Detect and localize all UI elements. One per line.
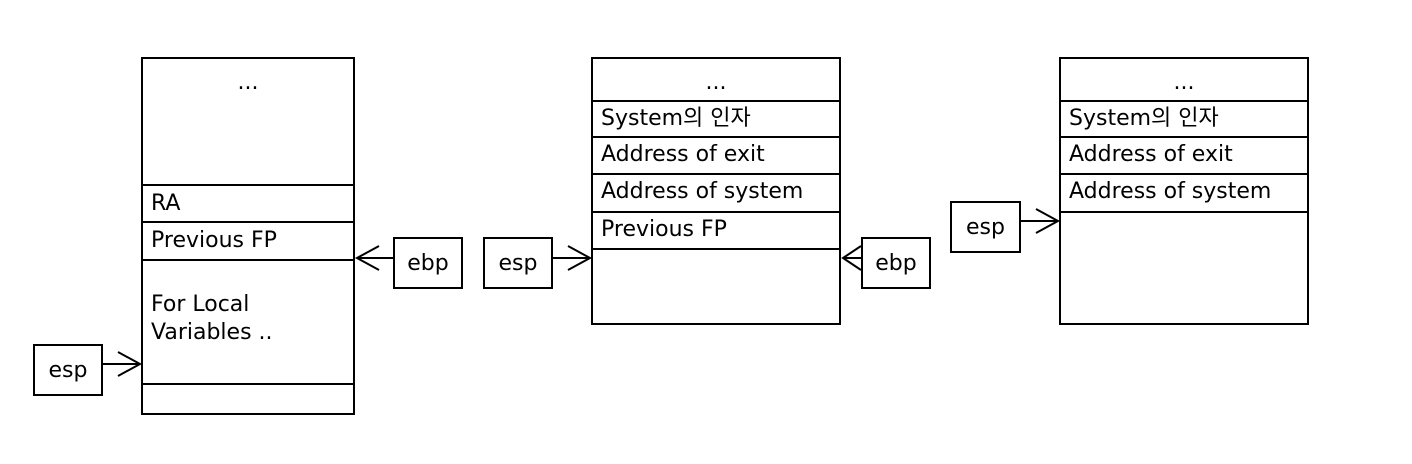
- stack1-top-ellipsis: ...: [237, 70, 259, 95]
- esp-register-2: esp: [483, 237, 553, 289]
- ebp-label-2: ebp: [875, 250, 917, 276]
- stack3-exit-cell: Address of exit: [1061, 138, 1307, 175]
- stack1-prev-fp-label: Previous FP: [151, 228, 277, 253]
- stack1-locals-label: For Local Variables ..: [151, 292, 273, 345]
- stack2-prev-fp-label: Previous FP: [601, 217, 727, 242]
- stack1-ra-label: RA: [151, 191, 181, 216]
- ebp-arrow-1: [354, 245, 393, 271]
- stack2-system-label: Address of system: [601, 179, 804, 204]
- stack1-ra-cell: RA: [143, 186, 353, 223]
- stack2-top-ellipsis: ...: [705, 70, 727, 95]
- stack2-arg-label: System의 인자: [601, 106, 751, 131]
- stack3-arg-cell: System의 인자: [1061, 102, 1307, 138]
- esp-arrow-3: [1021, 208, 1061, 234]
- ebp-label-1: ebp: [407, 250, 449, 276]
- stack1-prev-fp-cell: Previous FP: [143, 223, 353, 261]
- stack2-prev-fp-cell: Previous FP: [593, 213, 839, 250]
- esp-register-1: esp: [33, 344, 103, 396]
- esp-arrow-2: [553, 245, 593, 271]
- stack2-system-cell: Address of system: [593, 175, 839, 213]
- stack-frame-2: ... System의 인자 Address of exit Address o…: [591, 57, 841, 325]
- stack3-system-label: Address of system: [1069, 179, 1272, 204]
- stack-frame-3: ... System의 인자 Address of exit Address o…: [1059, 57, 1309, 325]
- stack2-exit-cell: Address of exit: [593, 138, 839, 175]
- esp-label-3: esp: [966, 214, 1005, 240]
- stack2-top-cell: ...: [593, 59, 839, 102]
- stack3-top-cell: ...: [1061, 59, 1307, 102]
- stack1-locals-cell: For Local Variables ..: [143, 261, 353, 385]
- esp-label-1: esp: [48, 357, 88, 383]
- esp-register-3: esp: [950, 201, 1021, 253]
- ebp-register-2: ebp: [861, 237, 931, 289]
- stack3-top-ellipsis: ...: [1173, 70, 1195, 95]
- stack1-top-cell: ...: [143, 59, 353, 186]
- stack2-arg-cell: System의 인자: [593, 102, 839, 138]
- esp-arrow-1: [103, 351, 143, 377]
- stack-frame-1: ... RA Previous FP For Local Variables .…: [141, 57, 355, 415]
- ebp-register-1: ebp: [393, 237, 463, 289]
- esp-label-2: esp: [498, 250, 538, 276]
- stack3-exit-label: Address of exit: [1069, 142, 1233, 167]
- stack3-system-cell: Address of system: [1061, 175, 1307, 213]
- ebp-arrow-2: [841, 245, 862, 271]
- stack3-arg-label: System의 인자: [1069, 106, 1219, 131]
- stack2-exit-label: Address of exit: [601, 142, 765, 167]
